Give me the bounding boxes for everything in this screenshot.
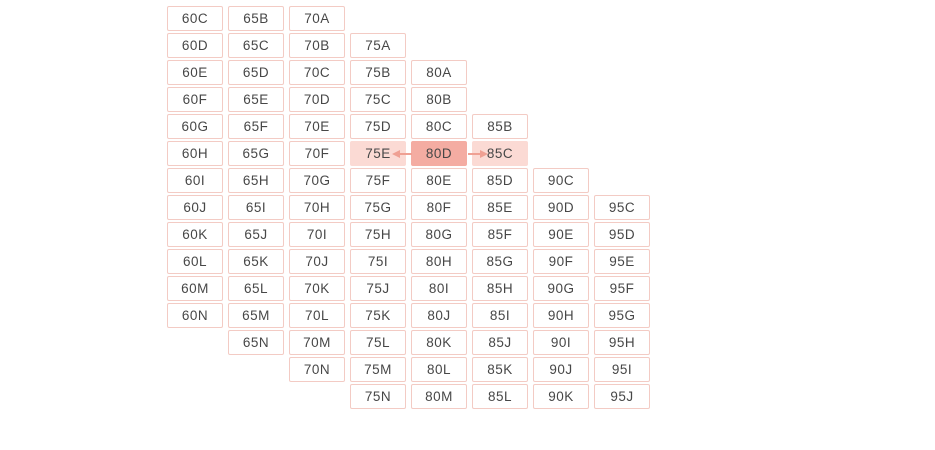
size-cell-70M[interactable]: 70M (289, 330, 345, 355)
size-cell-90G[interactable]: 90G (533, 276, 589, 301)
size-cell-70F[interactable]: 70F (289, 141, 345, 166)
size-cell-70I[interactable]: 70I (289, 222, 345, 247)
size-cell-85I[interactable]: 85I (472, 303, 528, 328)
size-cell-80M[interactable]: 80M (411, 384, 467, 409)
size-cell-65C[interactable]: 65C (228, 33, 284, 58)
size-cell-70G[interactable]: 70G (289, 168, 345, 193)
size-cell-60M[interactable]: 60M (167, 276, 223, 301)
size-cell-80K[interactable]: 80K (411, 330, 467, 355)
size-cell-80C[interactable]: 80C (411, 114, 467, 139)
size-cell-65L[interactable]: 65L (228, 276, 284, 301)
size-cell-60J[interactable]: 60J (167, 195, 223, 220)
size-cell-85D[interactable]: 85D (472, 168, 528, 193)
size-cell-80L[interactable]: 80L (411, 357, 467, 382)
size-cell-70L[interactable]: 70L (289, 303, 345, 328)
size-cell-75B[interactable]: 75B (350, 60, 406, 85)
size-cell-90F[interactable]: 90F (533, 249, 589, 274)
size-cell-80H[interactable]: 80H (411, 249, 467, 274)
size-cell-95I[interactable]: 95I (594, 357, 650, 382)
size-cell-90I[interactable]: 90I (533, 330, 589, 355)
size-cell-85C[interactable]: 85C (472, 141, 528, 166)
size-cell-75M[interactable]: 75M (350, 357, 406, 382)
size-cell-75E[interactable]: 75E (350, 141, 406, 166)
size-cell-70B[interactable]: 70B (289, 33, 345, 58)
size-cell-70H[interactable]: 70H (289, 195, 345, 220)
size-cell-95F[interactable]: 95F (594, 276, 650, 301)
size-cell-85F[interactable]: 85F (472, 222, 528, 247)
size-cell-60E[interactable]: 60E (167, 60, 223, 85)
size-cell-95D[interactable]: 95D (594, 222, 650, 247)
size-cell-70N[interactable]: 70N (289, 357, 345, 382)
size-cell-65H[interactable]: 65H (228, 168, 284, 193)
size-cell-90H[interactable]: 90H (533, 303, 589, 328)
size-cell-60H[interactable]: 60H (167, 141, 223, 166)
size-cell-65K[interactable]: 65K (228, 249, 284, 274)
size-cell-90K[interactable]: 90K (533, 384, 589, 409)
size-cell-65B[interactable]: 65B (228, 6, 284, 31)
size-cell-60D[interactable]: 60D (167, 33, 223, 58)
size-cell-80G[interactable]: 80G (411, 222, 467, 247)
size-cell-65M[interactable]: 65M (228, 303, 284, 328)
size-cell-65D[interactable]: 65D (228, 60, 284, 85)
size-cell-80E[interactable]: 80E (411, 168, 467, 193)
size-cell-95E[interactable]: 95E (594, 249, 650, 274)
size-cell-75F[interactable]: 75F (350, 168, 406, 193)
size-cell-85H[interactable]: 85H (472, 276, 528, 301)
size-cell-70D[interactable]: 70D (289, 87, 345, 112)
size-cell-75C[interactable]: 75C (350, 87, 406, 112)
size-cell-60N[interactable]: 60N (167, 303, 223, 328)
size-cell-65G[interactable]: 65G (228, 141, 284, 166)
size-cell-75K[interactable]: 75K (350, 303, 406, 328)
size-cell-85G[interactable]: 85G (472, 249, 528, 274)
size-cell-70C[interactable]: 70C (289, 60, 345, 85)
size-cell-95J[interactable]: 95J (594, 384, 650, 409)
size-cell-75A[interactable]: 75A (350, 33, 406, 58)
size-cell-85B[interactable]: 85B (472, 114, 528, 139)
size-cell-65E[interactable]: 65E (228, 87, 284, 112)
size-cell-80I[interactable]: 80I (411, 276, 467, 301)
size-cell-95G[interactable]: 95G (594, 303, 650, 328)
size-cell-70K[interactable]: 70K (289, 276, 345, 301)
size-cell-85L[interactable]: 85L (472, 384, 528, 409)
size-cell-70J[interactable]: 70J (289, 249, 345, 274)
size-cell-65I[interactable]: 65I (228, 195, 284, 220)
size-cell-95C[interactable]: 95C (594, 195, 650, 220)
size-cell-75G[interactable]: 75G (350, 195, 406, 220)
size-cell-80B[interactable]: 80B (411, 87, 467, 112)
size-cell-75H[interactable]: 75H (350, 222, 406, 247)
size-cell-60F[interactable]: 60F (167, 87, 223, 112)
size-cell-85J[interactable]: 85J (472, 330, 528, 355)
size-cell-80J[interactable]: 80J (411, 303, 467, 328)
size-cell-70E[interactable]: 70E (289, 114, 345, 139)
size-cell-60C[interactable]: 60C (167, 6, 223, 31)
size-cell-80D[interactable]: 80D (411, 141, 467, 166)
size-cell-75D[interactable]: 75D (350, 114, 406, 139)
size-cell-90J[interactable]: 90J (533, 357, 589, 382)
size-cell-75I[interactable]: 75I (350, 249, 406, 274)
size-cell-65J[interactable]: 65J (228, 222, 284, 247)
size-cell-85K[interactable]: 85K (472, 357, 528, 382)
size-cell-60G[interactable]: 60G (167, 114, 223, 139)
size-cell-90C[interactable]: 90C (533, 168, 589, 193)
size-cell-75L[interactable]: 75L (350, 330, 406, 355)
size-cell-60I[interactable]: 60I (167, 168, 223, 193)
size-cell-60K[interactable]: 60K (167, 222, 223, 247)
size-cell-90D[interactable]: 90D (533, 195, 589, 220)
size-cell-70A[interactable]: 70A (289, 6, 345, 31)
size-cell-60L[interactable]: 60L (167, 249, 223, 274)
size-cell-85E[interactable]: 85E (472, 195, 528, 220)
size-cell-65F[interactable]: 65F (228, 114, 284, 139)
size-cell-75J[interactable]: 75J (350, 276, 406, 301)
size-cell-75N[interactable]: 75N (350, 384, 406, 409)
size-cell-80A[interactable]: 80A (411, 60, 467, 85)
size-cell-95H[interactable]: 95H (594, 330, 650, 355)
size-cell-90E[interactable]: 90E (533, 222, 589, 247)
size-cell-65N[interactable]: 65N (228, 330, 284, 355)
size-cell-80F[interactable]: 80F (411, 195, 467, 220)
